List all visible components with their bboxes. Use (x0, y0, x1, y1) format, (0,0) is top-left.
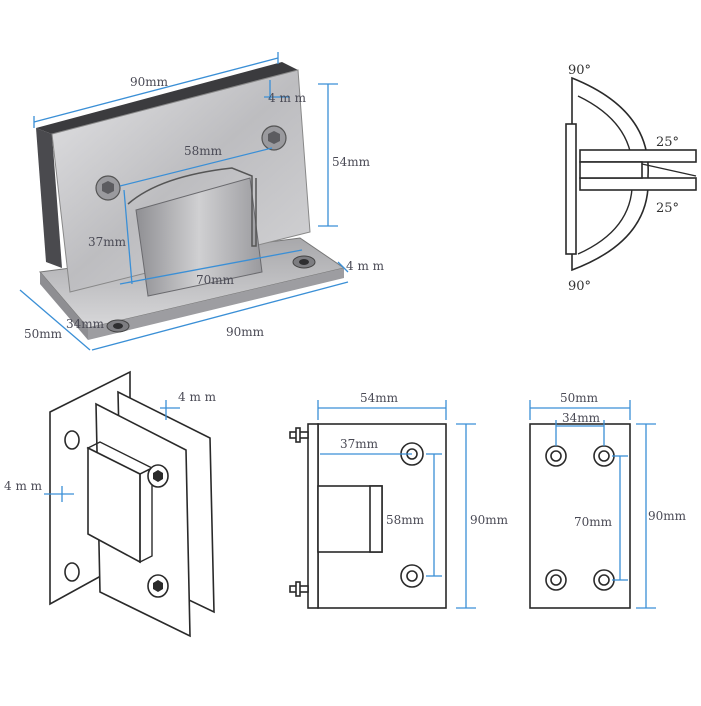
side-angle-right-top: 25° (656, 135, 679, 150)
side-view-barrel (579, 161, 643, 179)
base-hole-left (106, 319, 130, 333)
photo-dimension-lines (19, 52, 349, 351)
side-view: 90° 90° 25° 25° (565, 63, 697, 294)
front-view: 54mm 37mm 58mm 90mm (289, 391, 509, 609)
photo-hole-spacing-label: 58mm (184, 144, 223, 158)
photo-glass-base-label: 4 m m (346, 259, 385, 273)
base-plate-front-edge (88, 268, 344, 340)
front-height-label: 90mm (470, 513, 509, 527)
photo-base-offset-label: 34mm (66, 317, 105, 331)
front-glass (307, 423, 319, 609)
front-width-label: 54mm (360, 391, 399, 405)
screw-top-left (95, 175, 121, 201)
photo-base-depth-label: 50mm (24, 327, 63, 341)
base-hole-spacing-v-label: 70mm (574, 515, 613, 529)
side-view-leaf-top (579, 149, 697, 163)
front-holes (400, 442, 424, 588)
front-hinge-height-label: 37mm (340, 437, 379, 451)
iso-view: 4 m m 4 m m (4, 370, 217, 638)
photo-glass-top-label: 4 m m (268, 91, 307, 105)
side-view-leaf-bottom (579, 177, 697, 191)
base-height-label: 90mm (648, 509, 687, 523)
base-hole-spacing-h-label: 34mm (562, 411, 601, 425)
photo-height-label: 54mm (332, 155, 371, 169)
photo-base-length-label: 90mm (226, 325, 265, 339)
iso-glass-top-label: 4 m m (178, 390, 217, 404)
hinge-cutout (127, 167, 257, 247)
photo-base-hole-spacing-label: 70mm (196, 273, 235, 287)
photo-hinge-height-label: 37mm (88, 235, 127, 249)
glass-back (36, 62, 298, 134)
front-pins (289, 427, 309, 597)
hinge-photo: 90mm 4 m m 54mm 58mm 37mm 70mm 4 m m 90m… (19, 52, 385, 351)
side-angle-bottom: 90° (568, 279, 591, 294)
iso-holes (64, 430, 169, 598)
screw-top-right (261, 125, 287, 151)
iso-glass-left-label: 4 m m (4, 479, 43, 493)
hinge-barrel (135, 177, 263, 297)
side-angle-top: 90° (568, 63, 591, 78)
base-hole-right (292, 255, 316, 269)
base-plate-edge (40, 272, 88, 340)
front-hole-spacing-label: 58mm (386, 513, 425, 527)
glass-back-side (36, 128, 62, 268)
base-view: 50mm 34mm 70mm 90mm (529, 391, 687, 609)
photo-width-label: 90mm (130, 75, 169, 89)
side-view-plate (565, 123, 577, 255)
base-width-label: 50mm (560, 391, 599, 405)
side-angle-right-bottom: 25° (656, 201, 679, 216)
